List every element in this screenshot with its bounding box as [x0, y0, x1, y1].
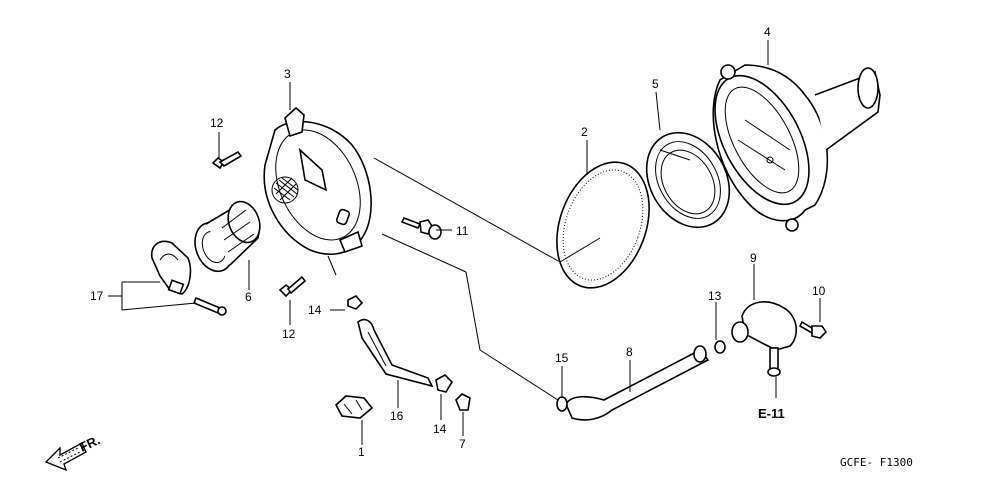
- callout-12-upper: 12: [210, 116, 224, 130]
- direction-label: FR.: [77, 432, 102, 454]
- callout-14-upper: 14: [308, 303, 322, 317]
- gasket-ring: [645, 131, 731, 229]
- bolt-12-upper: [211, 150, 243, 170]
- callout-6: 6: [245, 290, 252, 304]
- front-direction-arrow-icon: [44, 442, 87, 472]
- callout-8: 8: [626, 345, 633, 359]
- separator-joint: [731, 301, 797, 377]
- clip-14-lower: [435, 374, 454, 393]
- drain-hose: [357, 318, 434, 388]
- leader-lines: [108, 40, 821, 445]
- figure-code: GCFE- F1300: [840, 456, 913, 469]
- clip-13: [714, 340, 726, 354]
- screw-17: [192, 296, 227, 316]
- callout-9: 9: [750, 251, 757, 265]
- callout-12-lower: 12: [282, 327, 296, 341]
- callout-17: 17: [90, 289, 104, 303]
- air-cleaner-cover: [263, 106, 372, 276]
- callout-5: 5: [652, 77, 659, 91]
- band-clamp: [150, 240, 192, 295]
- bolt-12-lower: [278, 275, 307, 298]
- callout-1: 1: [358, 445, 365, 459]
- callout-15: 15: [555, 351, 569, 365]
- holder-clip: [334, 395, 374, 419]
- drain-plug: [455, 393, 471, 411]
- screw-10: [798, 320, 828, 339]
- connector-tube: [194, 200, 261, 273]
- callout-10: 10: [812, 284, 826, 298]
- callout-16: 16: [390, 409, 404, 423]
- callout-3: 3: [284, 67, 291, 81]
- callout-4: 4: [764, 25, 771, 39]
- clip-14-upper: [347, 295, 364, 310]
- screw-11: [400, 216, 442, 240]
- air-cleaner-case: [712, 64, 881, 232]
- callout-13: 13: [708, 289, 722, 303]
- callout-2: 2: [581, 125, 588, 139]
- filter-element: [556, 161, 650, 289]
- callout-7: 7: [459, 437, 466, 451]
- section-reference: E-11: [758, 406, 785, 421]
- callout-14-lower: 14: [433, 422, 447, 436]
- callout-11: 11: [456, 224, 469, 238]
